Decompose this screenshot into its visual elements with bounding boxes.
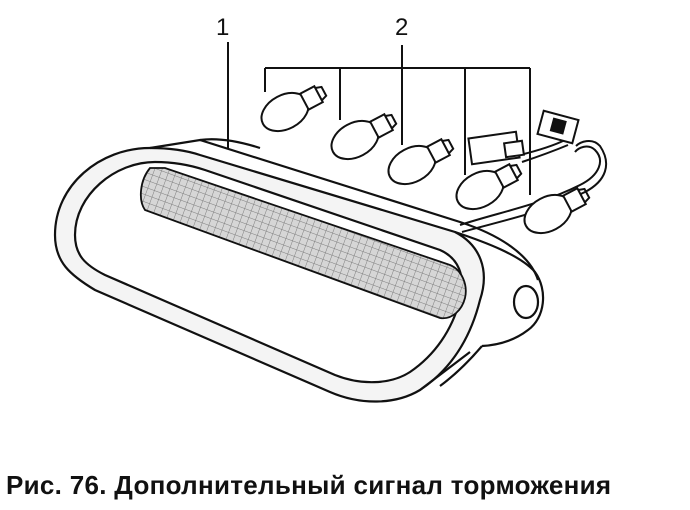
leader-lines bbox=[227, 42, 531, 195]
callout-lamp-assembly: 1 bbox=[216, 14, 230, 41]
bulb-3 bbox=[387, 137, 455, 186]
lens-diffuser bbox=[139, 167, 467, 320]
bulb-set bbox=[260, 84, 591, 235]
bulb-1 bbox=[260, 84, 328, 133]
bulb-5 bbox=[523, 186, 591, 235]
connector-socket bbox=[536, 109, 580, 145]
bulb-2 bbox=[330, 112, 398, 161]
connector-plug bbox=[467, 130, 526, 166]
wiring-harness bbox=[459, 139, 608, 233]
figure-caption: Рис. 76. Дополнительный сигнал торможени… bbox=[6, 470, 612, 500]
bulb-4 bbox=[455, 162, 523, 211]
callout-bulbs: 2 bbox=[395, 14, 409, 41]
